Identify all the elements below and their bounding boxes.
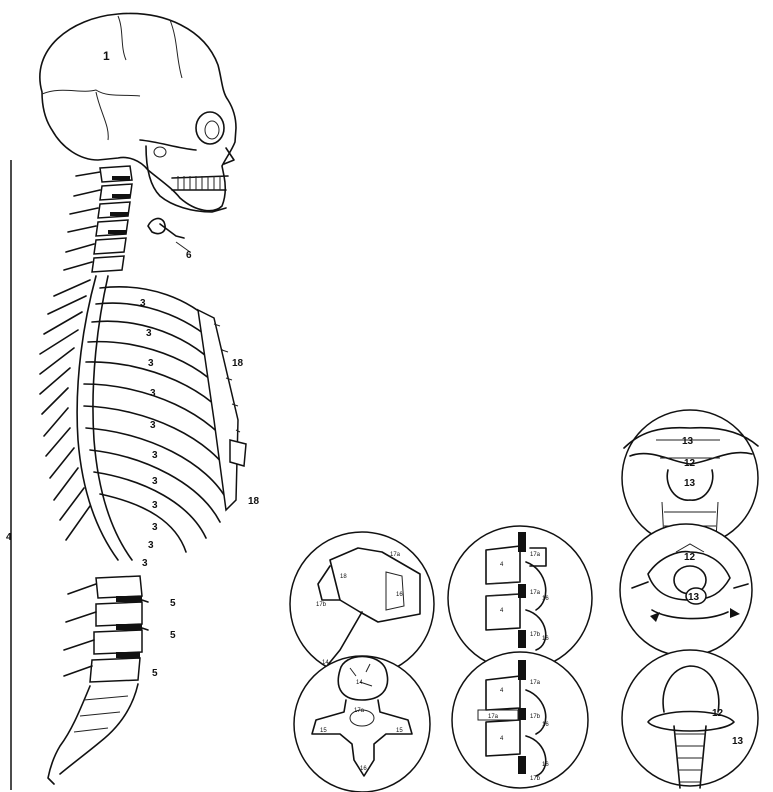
ribcage	[40, 276, 246, 560]
lat-label-16: 16	[396, 592, 403, 598]
rib-label-8: 3	[152, 500, 158, 511]
circle-atlas-top: 12 13	[620, 524, 752, 656]
rib-label-9: 3	[152, 522, 158, 533]
circle-lateral-vertebra: 17a 18 17b 14 16	[290, 532, 434, 676]
rib-label-10: 3	[148, 540, 154, 551]
atlas-top-12: 12	[684, 552, 696, 563]
top-label-15-left: 15	[320, 728, 327, 734]
lumbar-label-2: 5	[170, 630, 176, 641]
rib-label-6: 3	[152, 450, 158, 461]
atlas-back-12: 12	[684, 458, 696, 469]
seg-bot-16-2: 16	[542, 762, 549, 768]
seg-bot-17a-2: 17a	[488, 714, 499, 720]
top-label-15-right: 15	[396, 728, 403, 734]
circle-top-vertebra: 14 17a 15 16 15	[294, 656, 430, 792]
atlas-back-13-top: 13	[682, 436, 694, 447]
lat-label-17a: 17a	[390, 552, 401, 558]
lumbar-label-3: 5	[152, 668, 158, 679]
circle-segment-bottom: 4 17a 17a 17b 16 4 16 17b	[452, 652, 588, 788]
top-label-14: 14	[356, 680, 363, 686]
rib-label-7: 3	[152, 476, 158, 487]
lat-label-17b: 17b	[316, 602, 327, 608]
lumbar-label-1: 5	[170, 598, 176, 609]
seg-bot-17a-1: 17a	[530, 680, 541, 686]
seg-bot-17b-2: 17b	[530, 776, 541, 782]
lat-label-18: 18	[340, 574, 347, 580]
spine-length-label: 4	[6, 532, 12, 543]
lumbar-spine	[48, 576, 148, 784]
hyoid-label: 6	[186, 250, 192, 261]
rib-label-5: 3	[150, 420, 156, 431]
seg-top-16-1: 16	[542, 596, 549, 602]
top-label-17a: 17a	[354, 708, 365, 714]
seg-top-17b: 17b	[530, 632, 541, 638]
sternum-label-upper: 18	[232, 358, 244, 369]
seg-bot-16-1: 16	[542, 722, 549, 728]
seg-top-16-2: 16	[542, 636, 549, 642]
rib-label-2: 3	[146, 328, 152, 339]
atlas-back-13-bottom: 13	[684, 478, 696, 489]
rib-label-11: 3	[142, 558, 148, 569]
hyoid-bone	[148, 219, 184, 238]
top-label-16: 16	[360, 766, 367, 772]
seg-bot-17b-1: 17b	[530, 714, 541, 720]
seg-top-17a-1: 17a	[530, 552, 541, 558]
atlas-front-12: 12	[712, 708, 724, 719]
skull-label: 1	[103, 49, 110, 63]
rib-label-1: 3	[140, 298, 146, 309]
skeleton-lateral-view: 1 6	[6, 13, 260, 790]
atlas-top-13: 13	[688, 592, 700, 603]
circle-atlas-front: 12 13	[622, 650, 758, 788]
sternum-label-lower: 18	[248, 496, 260, 507]
atlas-front-13: 13	[732, 736, 744, 747]
cervical-spine	[64, 166, 132, 272]
seg-top-17a-2: 17a	[530, 590, 541, 596]
circle-segment-top: 17a 4 17a 16 4 17b 16	[448, 526, 592, 670]
skull	[40, 13, 236, 212]
rib-label-4: 3	[150, 388, 156, 399]
rib-label-3: 3	[148, 358, 154, 369]
